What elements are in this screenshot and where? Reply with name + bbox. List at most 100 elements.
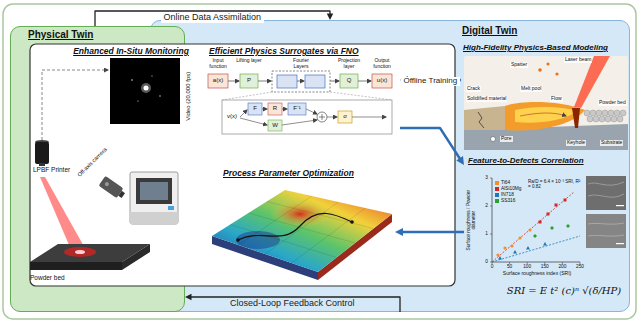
label-holder: Lifting layer <box>235 58 263 64</box>
fno-diagram <box>330 81 339 82</box>
edge-label: Offline Training <box>401 77 461 86</box>
label-holder: Off-axis camera <box>74 144 111 181</box>
annotation-label: Video (20,000 fps) <box>185 71 192 120</box>
melt-pool-illustration <box>587 116 593 122</box>
annotation-label: Surface roughness / Powder diameter <box>466 180 477 260</box>
melt-pool-illustration <box>599 116 605 122</box>
annotation-label: u(x) <box>377 77 387 84</box>
inner-frame <box>30 44 455 286</box>
roughness-chart <box>509 262 510 264</box>
connector-line <box>400 231 464 233</box>
roughness-chart <box>547 213 550 216</box>
label-holder: Substrate <box>600 140 628 146</box>
roughness-chart <box>586 214 626 248</box>
legend-text: AlSi10Mg <box>501 186 522 191</box>
monitoring-illustration <box>151 75 152 76</box>
annotation-label: Off-axis camera <box>76 146 108 178</box>
label-holder: R <box>268 105 282 112</box>
roughness-chart <box>498 256 502 260</box>
label-holder: u(x) <box>372 77 392 84</box>
fno-diagram <box>240 110 247 117</box>
annotation-label: Surface roughness index (SRI) <box>503 271 571 277</box>
annotation-label: Fourier Layers <box>287 58 315 69</box>
fno-diagram <box>305 75 325 88</box>
melt-pool-illustration <box>555 72 558 75</box>
roughness-chart <box>490 262 492 263</box>
roughness-chart <box>527 262 528 264</box>
edge-label-holder: Online Data Assimilation <box>161 6 265 24</box>
annotation-label: Substrate <box>600 140 623 146</box>
connector <box>95 11 333 26</box>
section-heading: Physical Twin <box>28 29 93 41</box>
legend-holder: IN718 <box>501 192 527 197</box>
monitoring-illustration <box>30 262 122 270</box>
monitoring-illustration <box>140 182 168 200</box>
annotation-label: Spatter <box>510 62 528 68</box>
label-holder: 250 <box>572 264 588 269</box>
annotation-label: 3 <box>485 175 488 180</box>
fno-diagram <box>352 117 386 118</box>
monitoring-illustration <box>64 247 96 257</box>
melt-pool-illustration <box>547 63 550 66</box>
monitoring-illustration <box>118 191 125 198</box>
annotation-label: Q <box>347 77 352 84</box>
fno-diagram <box>282 109 287 110</box>
monitoring-illustration <box>137 100 138 101</box>
melt-pool-illustration <box>608 110 614 116</box>
label-holder: 2 <box>476 203 488 208</box>
melt-pool-illustration <box>605 116 611 122</box>
annotation-label: Pore <box>500 136 513 142</box>
label-holder: a(x) <box>208 77 228 84</box>
connector-line <box>95 11 330 26</box>
roughness-chart <box>588 182 624 197</box>
monitoring-illustration <box>141 83 151 93</box>
legend-text: Ti64 <box>501 180 510 185</box>
fno-diagram <box>277 75 297 88</box>
label-holder: Laser beam <box>564 57 594 63</box>
melt-pool-illustration <box>584 110 590 116</box>
roughness-chart <box>555 204 558 207</box>
fno-diagram <box>340 74 358 88</box>
fno-diagram <box>228 81 239 82</box>
melt-pool-illustration <box>572 108 580 128</box>
monitoring-illustration <box>35 142 49 164</box>
roughness-chart <box>490 234 492 235</box>
fno-diagram <box>306 109 317 114</box>
label-holder: 150 <box>537 264 553 269</box>
melt-pool-illustration <box>611 116 617 122</box>
legend-text: SS316 <box>501 198 515 203</box>
melt-pool-illustration <box>617 116 623 122</box>
monitoring-illustration <box>131 79 133 81</box>
roughness-chart <box>580 262 581 264</box>
annotation-label: Crack <box>466 86 481 92</box>
fno-diagram <box>268 120 282 131</box>
outer-frame <box>3 4 636 319</box>
roughness-chart <box>510 244 513 247</box>
label-holder: P <box>240 77 258 84</box>
roughness-chart <box>518 236 521 239</box>
fno-diagram <box>338 111 352 123</box>
arrowhead <box>456 156 464 165</box>
optimization-surface <box>212 190 392 272</box>
roughness-chart <box>566 224 570 228</box>
roughness-chart <box>616 243 624 244</box>
monitoring-illustration <box>75 250 85 254</box>
edge-label-holder: Offline Training <box>401 69 461 87</box>
fno-diagram <box>240 118 267 125</box>
annotation-label: 150 <box>541 264 549 269</box>
formula: SRI = E t² (c)ⁿ √(δ/HP) <box>507 285 621 296</box>
annotation-label: Powder bed <box>598 100 627 106</box>
melt-pool-illustration <box>538 68 542 72</box>
label-holder: Solidified material <box>466 96 516 102</box>
roughness-chart <box>533 234 537 238</box>
roughness-chart <box>490 176 626 264</box>
melt-pool-illustration <box>464 56 628 150</box>
roughness-chart <box>588 223 624 236</box>
roughness-chart <box>496 253 499 256</box>
label-holder: 3 <box>476 175 488 180</box>
fno-diagram <box>208 71 392 134</box>
optimization-surface <box>238 213 352 240</box>
fno-diagram <box>222 100 392 134</box>
roughness-chart <box>503 246 506 249</box>
edge-label: Online Data Assimilation <box>161 13 265 23</box>
